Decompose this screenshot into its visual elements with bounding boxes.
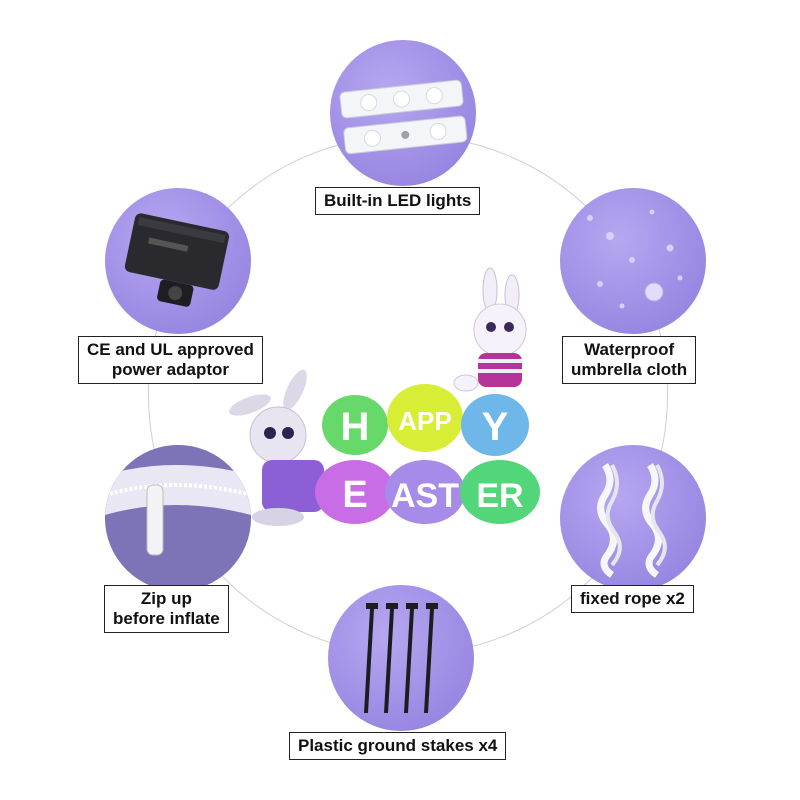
power-adaptor-photo xyxy=(105,188,251,334)
waterproof-line1: Waterproof xyxy=(584,340,675,359)
ground-stake-icon xyxy=(364,603,438,713)
ground-stakes-photo xyxy=(328,585,474,731)
fixed-rope-text: fixed rope x2 xyxy=(580,589,685,608)
waterproof-label: Waterproof umbrella cloth xyxy=(562,336,697,384)
easter-bunny-eggs-illustration: H APP Y E AST ER xyxy=(229,267,540,526)
rope-icon xyxy=(597,463,667,578)
power-adaptor-icon xyxy=(124,213,230,307)
inflatable-easter-product: H APP Y E AST ER xyxy=(220,255,570,555)
power-adaptor-line2: power adaptor xyxy=(111,360,229,379)
power-adaptor-line1: CE and UL approved xyxy=(87,340,254,359)
led-lights-photo xyxy=(330,40,476,186)
zipper-icon xyxy=(105,445,251,591)
egg-letter-y: Y xyxy=(482,405,509,449)
led-strip-icon xyxy=(339,79,468,155)
zipper-photo xyxy=(105,445,251,591)
power-adaptor-label: CE and UL approved power adaptor xyxy=(78,336,263,384)
led-lights-text: Built-in LED lights xyxy=(324,191,472,210)
zip-up-label: Zip up before inflate xyxy=(104,585,229,633)
led-lights-label: Built-in LED lights xyxy=(315,187,481,215)
fixed-rope-label: fixed rope x2 xyxy=(571,585,694,613)
egg-letters-app: APP xyxy=(398,406,451,436)
egg-letter-e: E xyxy=(342,474,367,516)
rope-photo xyxy=(560,445,706,591)
zip-up-line2: before inflate xyxy=(113,609,220,628)
waterproof-cloth-photo xyxy=(560,188,706,334)
egg-letters-er: ER xyxy=(476,477,523,515)
ground-stakes-label: Plastic ground stakes x4 xyxy=(289,732,507,760)
waterproof-line2: umbrella cloth xyxy=(571,360,688,379)
egg-letters-ast: AST xyxy=(391,477,459,515)
zip-up-line1: Zip up xyxy=(140,589,192,608)
water-droplets-icon xyxy=(587,209,683,309)
ground-stakes-text: Plastic ground stakes x4 xyxy=(298,736,498,755)
egg-letter-h: H xyxy=(341,405,370,449)
